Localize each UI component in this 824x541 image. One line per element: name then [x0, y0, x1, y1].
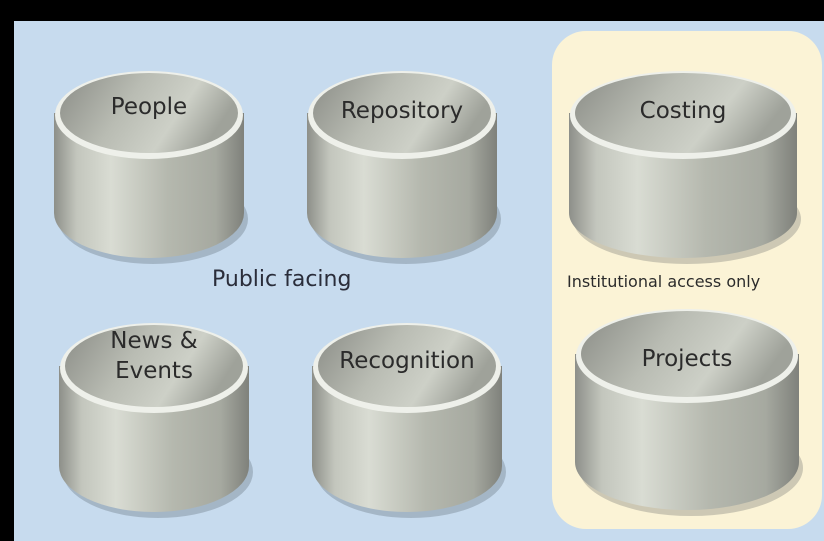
- database-cylinder-icon: [54, 71, 248, 264]
- database-cylinder-icon: [569, 71, 801, 264]
- database-label-news-events: News & Events: [110, 328, 198, 384]
- database-projects: Projects: [573, 304, 803, 516]
- database-label-people: People: [110, 94, 188, 120]
- institutional-access-label: Institutional access only: [567, 272, 761, 291]
- database-label-repository: Repository: [340, 98, 464, 124]
- database-cylinder-icon: [312, 323, 506, 518]
- database-cylinder-icon: [575, 309, 803, 516]
- database-news-events: News & Events: [57, 318, 253, 518]
- database-cylinder-icon: [59, 323, 253, 518]
- public-facing-label: Public facing: [212, 267, 352, 292]
- database-label-projects: Projects: [641, 346, 733, 372]
- database-label-costing: Costing: [639, 98, 727, 124]
- database-costing: Costing: [567, 66, 801, 264]
- database-recognition: Recognition: [310, 318, 506, 518]
- database-cylinder-icon: [307, 71, 501, 264]
- database-label-recognition: Recognition: [339, 348, 475, 374]
- database-repository: Repository: [305, 66, 501, 264]
- database-people: People: [52, 66, 248, 264]
